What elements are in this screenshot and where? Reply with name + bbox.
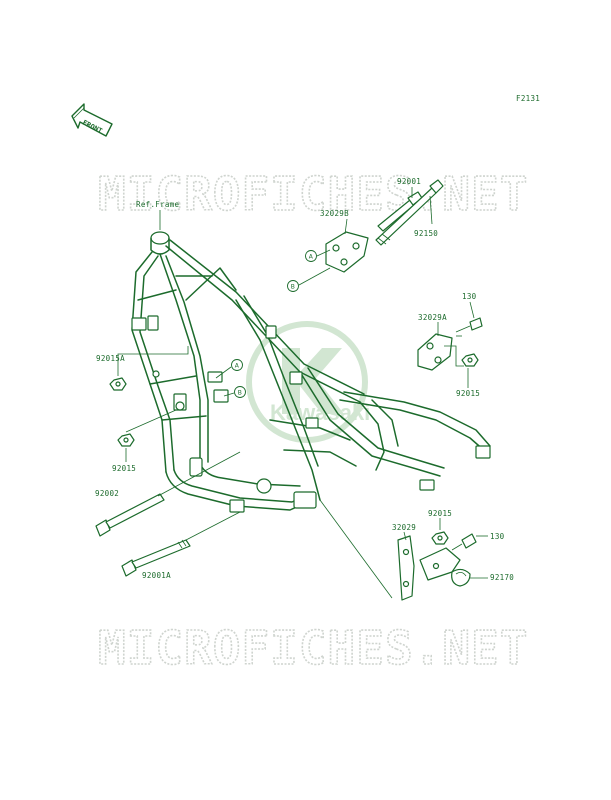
marker-b-top: B: [287, 267, 331, 292]
callout-130-top: 130: [462, 292, 477, 301]
svg-text:B: B: [291, 283, 295, 290]
callout-92150: 92150: [414, 229, 438, 238]
watermark-top: MICROFICHES.NET: [98, 167, 528, 221]
callout-130-bottom: 130: [490, 532, 505, 541]
callout-92015-left: 92015: [112, 464, 136, 473]
svg-text:A: A: [235, 362, 240, 369]
bolt-92150: [375, 179, 444, 246]
bolt-92002: [95, 493, 165, 537]
clamp-92170: [451, 568, 471, 587]
callout-92015-right: 92015: [456, 389, 480, 398]
bolt-130-bottom: [451, 533, 477, 551]
bolt-92001A: [121, 539, 191, 577]
bolt-92001: [377, 191, 423, 232]
marker-b-frame: B: [223, 386, 246, 398]
svg-text:A: A: [309, 253, 314, 260]
ref-frame-label: Ref.Frame: [136, 200, 180, 209]
callout-92015-bottom: 92015: [428, 509, 452, 518]
plate-32029-pair: [419, 547, 461, 581]
motorcycle-frame: [131, 231, 491, 513]
callout-32029B: 32029B: [320, 209, 349, 218]
bolt-130-top: [455, 317, 483, 333]
callout-92170: 92170: [490, 573, 514, 582]
nut-92015A: [109, 377, 127, 391]
bracket-32029: [397, 535, 415, 601]
bracket-32029A: [417, 333, 453, 371]
nut-92015-bottom: [431, 531, 449, 545]
callout-92015A: 92015A: [96, 354, 125, 363]
leader-lines: [117, 187, 488, 599]
watermark-bottom: MICROFICHES.NET: [98, 621, 528, 675]
front-arrow-icon: FRONT: [71, 103, 113, 137]
marker-a-frame: A: [215, 359, 243, 379]
callout-92001: 92001: [397, 177, 421, 186]
callout-32029A: 32029A: [418, 313, 447, 322]
nut-92015-left: [117, 433, 135, 447]
callout-32029: 32029: [392, 523, 416, 532]
callout-92001A: 92001A: [142, 571, 171, 580]
svg-text:B: B: [238, 389, 242, 396]
callout-92002: 92002: [95, 489, 119, 498]
bracket-32029B: [325, 231, 369, 273]
figure-code: F2131: [516, 94, 540, 103]
marker-a-top: A: [305, 249, 331, 262]
kawasaki-logo: Kawasaki: [246, 321, 370, 443]
nut-92015-right: [461, 353, 479, 367]
